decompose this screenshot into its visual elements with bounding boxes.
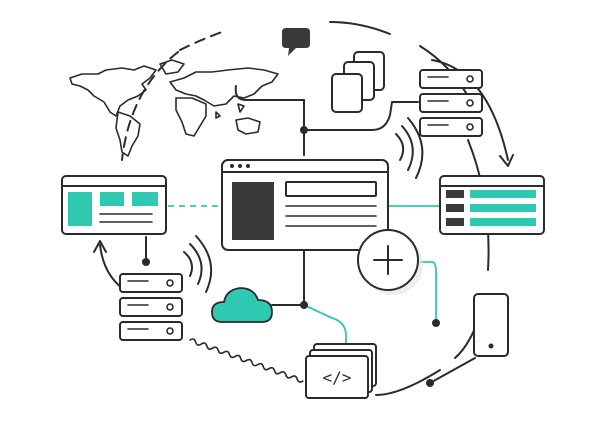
- documents-stack-icon: [331, 51, 385, 113]
- browser-window-right: [439, 175, 545, 235]
- wifi-signal-icon: [395, 117, 424, 179]
- server-rack-icon: [419, 69, 483, 137]
- code-card: </>: [305, 343, 377, 399]
- browser-window-main: [221, 159, 389, 251]
- mobile-phone-icon: [473, 293, 509, 357]
- cloud-icon: [211, 287, 273, 323]
- server-rack-icon: [119, 273, 183, 341]
- wifi-signal-icon: [183, 235, 213, 293]
- connector-lines: [93, 21, 514, 396]
- world-map-icon: [69, 59, 279, 157]
- add-circle-icon: [357, 229, 423, 295]
- browser-window-left: [61, 175, 167, 235]
- code-icon: </>: [323, 368, 352, 387]
- chat-bubble-icon: [282, 28, 310, 56]
